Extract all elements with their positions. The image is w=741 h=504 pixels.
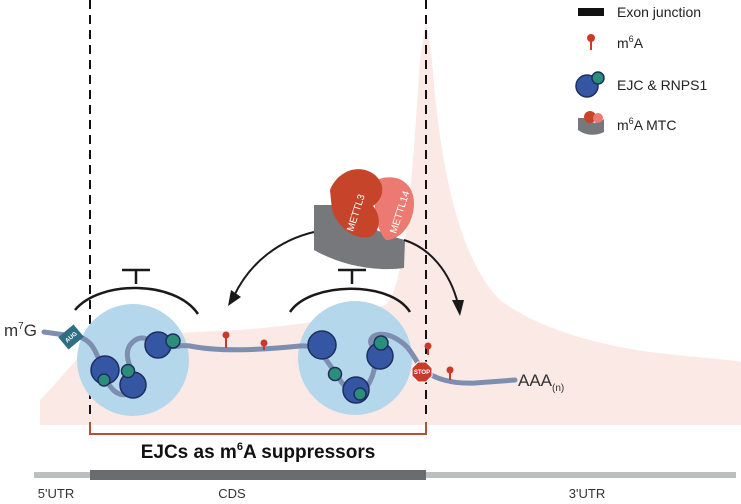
mtc-gray-body [314, 205, 405, 270]
arrow-to-3utr-head [452, 300, 464, 316]
m6a-marks [222, 331, 454, 380]
svg-text:STOP: STOP [414, 370, 430, 376]
utr5-label: 5'UTR [38, 486, 74, 501]
mettl3-subunit [330, 169, 383, 238]
m6a-legend-icon [587, 34, 595, 42]
mtc-legend-icon [578, 118, 604, 135]
utr5-bar [34, 472, 90, 478]
arrow-to-3utr [403, 239, 459, 305]
ejc-domain-right [298, 301, 412, 415]
arrow-to-cds-head [228, 290, 241, 306]
rnps1-legend-icon [591, 71, 605, 85]
diagram-title: EJCs as m6A suppressors [141, 441, 376, 463]
legend-exon-junction: Exon junction [617, 4, 701, 20]
arrow-to-cds [233, 231, 315, 297]
utr3-label: 3'UTR [569, 486, 605, 501]
inhibition-symbol-right [288, 268, 412, 313]
stop-codon-badge: STOP [411, 361, 433, 383]
m6a-mtc-complex: METTL3 METTL14 [314, 169, 415, 270]
legend-m6a: m6A [617, 34, 644, 51]
suppression-bracket [89, 422, 427, 435]
exon-junction-legend-icon [578, 8, 604, 16]
cap-label: m7G [4, 321, 37, 340]
inhibition-symbol-left [74, 268, 200, 315]
legend: Exon junction m6A EJC & RNPS1 m6A MTC [575, 4, 707, 135]
legend-ejc-rnps1: EJC & RNPS1 [617, 77, 707, 93]
cds-label: CDS [218, 486, 246, 501]
ejc-cluster-left [90, 331, 181, 399]
mettl14-legend-icon [593, 113, 603, 123]
polya-tail-label: AAA(n) [518, 371, 564, 394]
mettl14-subunit [372, 177, 415, 240]
ejc-cluster-right [307, 330, 394, 404]
cds-bar [90, 470, 426, 480]
legend-m6a-mtc: m6A MTC [617, 116, 676, 133]
start-codon-badge: AUG [58, 324, 84, 350]
ejc-domain-left [77, 304, 189, 416]
mettl3-legend-icon [584, 111, 596, 123]
utr3-bar [426, 472, 736, 478]
